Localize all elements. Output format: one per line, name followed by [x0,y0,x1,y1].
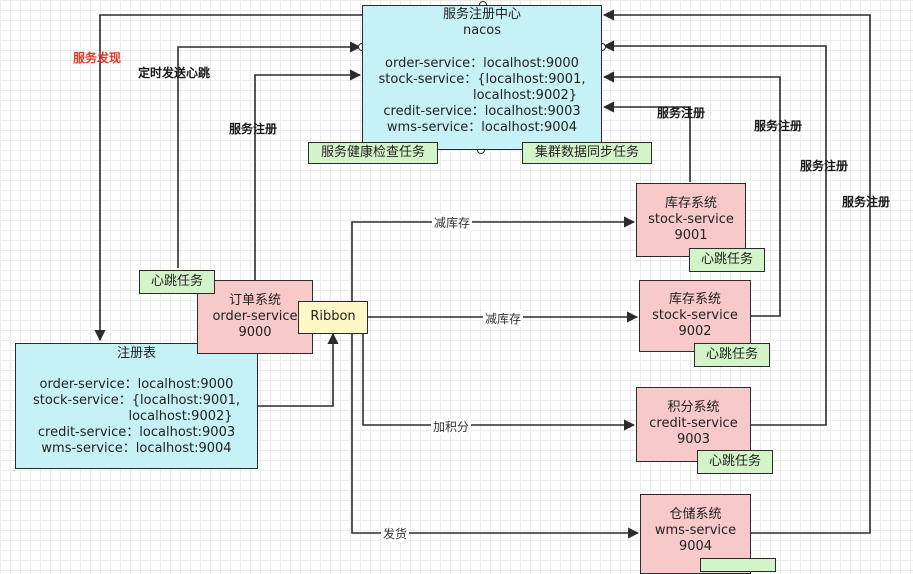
wms-name: 仓储系统 [669,507,722,522]
credit-heartbeat-label: 心跳任务 [708,454,761,469]
nacos-entry-order: order-service：localhost:9000 [385,56,579,71]
wms-service: wms-service [654,523,737,538]
wms-heartbeat-task-partial [700,558,776,572]
stock2-name: 库存系统 [668,292,721,307]
credit-name: 积分系统 [667,400,720,415]
ship-label: 发货 [381,525,410,542]
deduct-stock1-label: 减库存 [432,214,473,231]
credit-system[interactable]: 积分系统 credit-service 9003 [636,387,751,462]
ribbon-label: Ribbon [310,309,356,324]
wms-port: 9004 [678,539,713,554]
order-system-port: 9000 [238,325,272,340]
order-system-name: 订单系统 [228,293,281,308]
health-check-task-label: 服务健康检查任务 [320,145,425,160]
cluster-sync-task-label: 集群数据同步任务 [534,145,639,160]
wms-system[interactable]: 仓储系统 wms-service 9004 [640,494,751,574]
service-discovery-label: 服务发现 [73,51,122,65]
nacos-entry-credit: credit-service：localhost:9003 [383,104,581,119]
credit-register-arrow [602,40,827,426]
heartbeat-arrow [177,41,362,268]
order-register-arrow [254,69,362,280]
stock2-register-label: 服务注册 [754,119,803,133]
registry-title: 注册表 [116,346,156,361]
registry-entry-stock: stock-service：{localhost:9001, [33,393,240,408]
credit-service: credit-service [649,416,738,431]
nacos-entry-wms: wms-service：localhost:9004 [386,120,578,135]
stock2-heartbeat-label: 心跳任务 [705,347,758,362]
nacos-registry-center[interactable]: 服务注册中心 nacos order-service：localhost:900… [362,5,602,150]
registry-entry-stock-cont: localhost:9002} [128,409,233,424]
order-heartbeat-label: 心跳任务 [150,274,203,289]
health-check-task[interactable]: 服务健康检查任务 [308,142,438,164]
credit-port: 9003 [676,432,711,447]
nacos-subtitle: nacos [462,23,502,38]
credit-heartbeat-task[interactable]: 心跳任务 [697,450,773,474]
add-points-arrow [362,334,636,431]
stock1-heartbeat-label: 心跳任务 [700,252,753,267]
stock1-port: 9001 [674,228,708,243]
cluster-sync-task[interactable]: 集群数据同步任务 [522,142,652,164]
deduct-stock2-label: 减库存 [483,310,524,327]
wms-register-label: 服务注册 [842,195,891,209]
add-points-label: 加积分 [431,418,472,435]
registry-to-ribbon-arrow [258,332,339,407]
wms-register-arrow [602,9,871,534]
stock1-service: stock-service [648,212,734,227]
ship-arrow [351,334,640,539]
stock1-register-arrow [602,101,691,182]
stock2-register-arrow [602,71,781,317]
local-registry-table[interactable]: 注册表 order-service：localhost:9000 stock-s… [15,343,258,469]
order-system[interactable]: 订单系统 order-service 9000 [197,280,313,354]
stock1-heartbeat-task[interactable]: 心跳任务 [689,248,765,272]
order-heartbeat-task[interactable]: 心跳任务 [139,270,215,294]
stock2-service: stock-service [652,308,738,323]
order-system-service: order-service [212,309,298,324]
nacos-title: 服务注册中心 [442,7,521,22]
service-discovery-arrow [94,14,362,342]
registry-entry-credit: credit-service：localhost:9003 [37,425,236,440]
stock-system-9001[interactable]: 库存系统 stock-service 9001 [636,183,746,257]
ribbon-load-balancer[interactable]: Ribbon [298,301,368,334]
stock-system-9002[interactable]: 库存系统 stock-service 9002 [639,280,751,352]
registry-entry-order: order-service：localhost:9000 [39,377,234,392]
stock1-register-label: 服务注册 [657,106,706,120]
deduct-stock1-arrow [351,216,636,301]
stock2-heartbeat-task[interactable]: 心跳任务 [694,343,770,367]
order-register-label: 服务注册 [229,122,278,136]
nacos-entry-stock-cont: localhost:9002} [472,88,578,103]
stock2-port: 9002 [678,324,712,339]
credit-register-label: 服务注册 [800,159,849,173]
registry-entry-wms: wms-service：localhost:9004 [41,441,232,456]
nacos-entry-stock: stock-service：{localhost:9001, [378,72,586,87]
timed-heartbeat-label: 定时发送心跳 [138,66,211,80]
stock1-name: 库存系统 [664,196,717,211]
